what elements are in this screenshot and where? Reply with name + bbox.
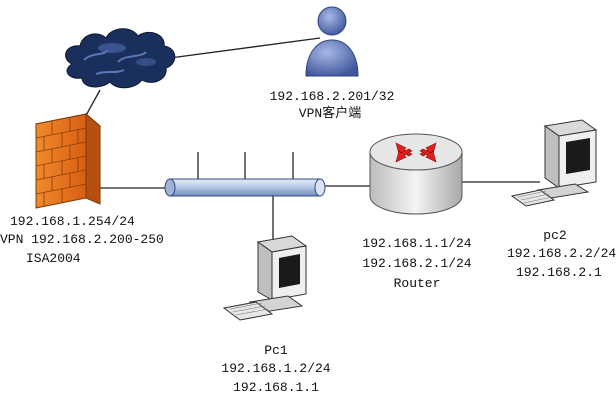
pc1-gateway-label: 192.168.1.1 <box>233 380 319 395</box>
pc2-ip-label: 192.168.2.2/24 <box>507 246 616 261</box>
router-name-label: Router <box>393 276 441 291</box>
router-ip2-label: 192.168.2.1/24 <box>362 256 472 271</box>
isa-vpn-range-label: VPN 192.168.2.200-250 <box>0 232 164 247</box>
isa-ip-label: 192.168.1.254/24 <box>10 214 135 229</box>
isa-name-label: ISA2004 <box>26 251 81 266</box>
diagram-canvas <box>34 6 598 321</box>
vpn-client-user-icon <box>305 6 359 77</box>
pc2-gateway-label: 192.168.2.1 <box>516 265 602 280</box>
vpn-client-name-label: VPN客户端 <box>298 106 362 121</box>
pc2-name-label: pc2 <box>543 228 567 243</box>
router-ip1-label: 192.168.1.1/24 <box>362 236 472 251</box>
pc2-computer-icon <box>510 119 598 207</box>
firewall-icon <box>34 112 102 209</box>
router-icon <box>369 133 463 215</box>
connection-lines <box>77 37 540 248</box>
pc1-name-label: Pc1 <box>264 343 288 358</box>
network-bus-icon <box>164 178 326 197</box>
internet-cloud-icon <box>65 28 176 89</box>
link-cloud-vpn-client <box>169 37 321 59</box>
vpn-client-ip-label: 192.168.2.201/32 <box>269 89 395 104</box>
pc1-computer-icon <box>222 235 308 321</box>
pc1-ip-label: 192.168.1.2/24 <box>221 361 331 376</box>
network-diagram: 192.168.2.201/32 VPN客户端 192.168.1.254/24… <box>0 6 616 395</box>
